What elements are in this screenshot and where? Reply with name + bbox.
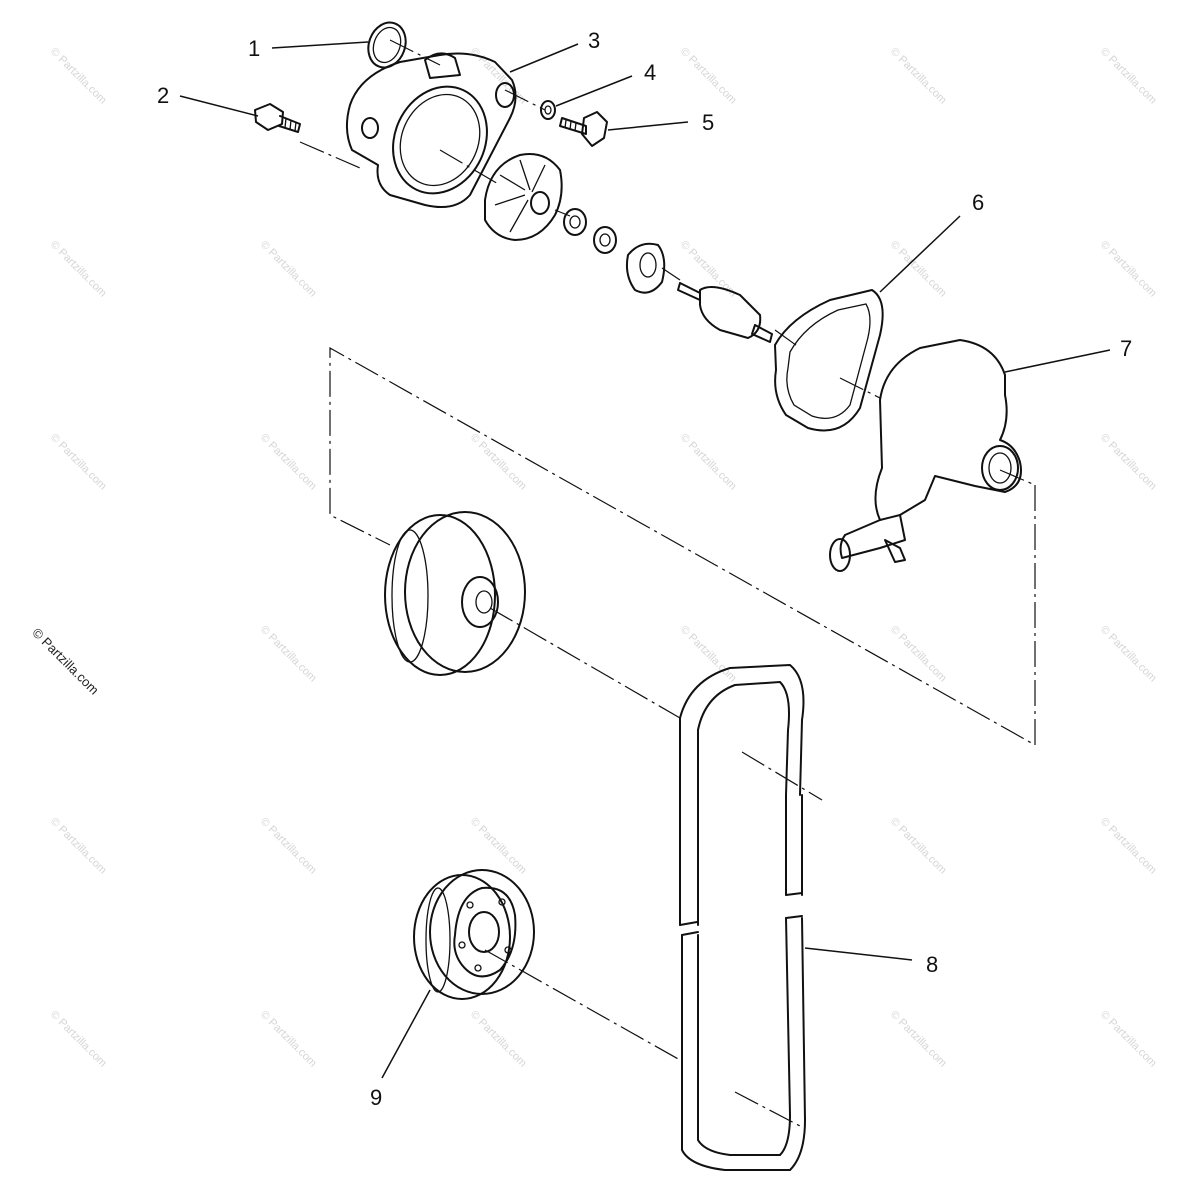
watermark: © Partzilla.com bbox=[888, 624, 949, 685]
callout-4: 4 bbox=[644, 60, 656, 85]
callout-2: 2 bbox=[157, 83, 169, 108]
watermark: © Partzilla.com bbox=[258, 239, 319, 300]
watermark: © Partzilla.com bbox=[678, 624, 739, 685]
drive-belt-part bbox=[679, 664, 806, 1171]
o-ring-part bbox=[367, 21, 407, 69]
pump-pulley-part bbox=[384, 511, 526, 676]
crank-pulley-part bbox=[413, 869, 535, 1000]
watermark: © Partzilla.com bbox=[678, 432, 739, 493]
pump-housing-part bbox=[829, 339, 1022, 572]
watermark: © Partzilla.com bbox=[888, 46, 949, 107]
callout-5: 5 bbox=[702, 110, 714, 135]
washer-part bbox=[540, 100, 556, 120]
callout-1: 1 bbox=[248, 36, 260, 61]
watermark: © Partzilla.com bbox=[48, 432, 109, 493]
watermark: © Partzilla.com bbox=[468, 816, 529, 877]
callout-7: 7 bbox=[1120, 336, 1132, 361]
pump-cover-part bbox=[346, 52, 517, 208]
assembly-axis-lines bbox=[299, 39, 1036, 1127]
callout-8: 8 bbox=[926, 952, 938, 977]
watermark: © Partzilla.com bbox=[1098, 1009, 1159, 1070]
watermark: © Partzilla.com bbox=[258, 432, 319, 493]
leader-lines bbox=[179, 41, 1111, 1079]
watermark: © Partzilla.com bbox=[258, 1009, 319, 1070]
gasket-part bbox=[774, 289, 884, 432]
watermark: © Partzilla.com bbox=[258, 816, 319, 877]
watermark: © Partzilla.com bbox=[1098, 432, 1159, 493]
impeller-assembly bbox=[484, 153, 773, 343]
watermark: © Partzilla.com bbox=[48, 46, 109, 107]
watermark: © Partzilla.com bbox=[1098, 816, 1159, 877]
watermark: © Partzilla.com bbox=[888, 239, 949, 300]
bolt-part bbox=[559, 111, 608, 147]
watermark: © Partzilla.com bbox=[1098, 624, 1159, 685]
watermark: © Partzilla.com bbox=[888, 816, 949, 877]
watermark: © Partzilla.com bbox=[48, 816, 109, 877]
watermark: © Partzilla.com bbox=[468, 1009, 529, 1070]
callout-9: 9 bbox=[370, 1085, 382, 1110]
watermark: © Partzilla.com bbox=[1098, 46, 1159, 107]
callout-labels: 1 2 3 4 5 6 7 8 9 bbox=[157, 28, 1132, 1110]
drain-bolt-part bbox=[254, 103, 301, 133]
watermark: © Partzilla.com bbox=[48, 1009, 109, 1070]
watermark-layer: © Partzilla.com © Partzilla.com © Partzi… bbox=[48, 46, 1159, 1070]
watermark: © Partzilla.com bbox=[1098, 239, 1159, 300]
watermark: © Partzilla.com bbox=[48, 239, 109, 300]
callout-3: 3 bbox=[588, 28, 600, 53]
watermark: © Partzilla.com bbox=[888, 1009, 949, 1070]
callout-6: 6 bbox=[972, 190, 984, 215]
watermark: © Partzilla.com bbox=[678, 46, 739, 107]
watermark: © Partzilla.com bbox=[468, 432, 529, 493]
watermark: © Partzilla.com bbox=[258, 624, 319, 685]
